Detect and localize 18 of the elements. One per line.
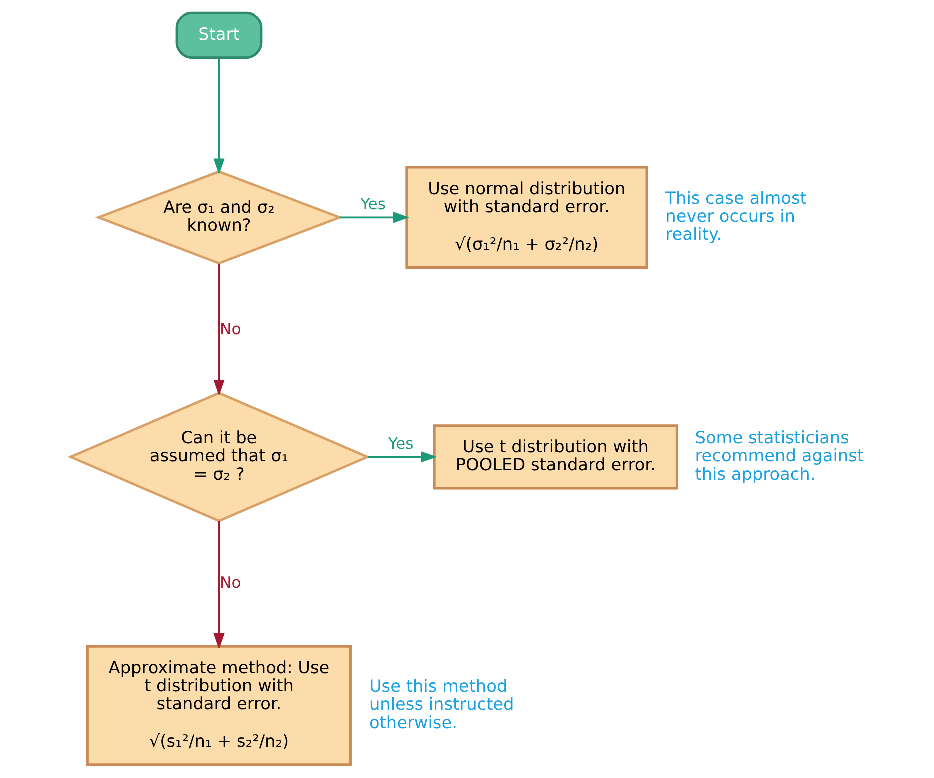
arrow: [213, 521, 224, 650]
arrow: [339, 212, 409, 224]
node-label: Use this method unless instructed otherwise.: [368, 676, 514, 732]
node-label: Some statisticians recommend against this approach.: [694, 428, 864, 484]
node-label: This case almost never occurs in reality.: [665, 188, 806, 244]
edge-label: No: [220, 572, 241, 592]
node-diamond: Are σ₁ and σ₂ known?: [94, 170, 343, 265]
node-box: Approximate method: Use t distribution with standard error. √(s₁²/n₁ + s₂²/n₂): [86, 645, 352, 766]
node-box: Use normal distribution with standard error. √(σ₁²/n₁ + σ₂²/n₂): [405, 166, 648, 269]
edge-label: Yes: [360, 194, 386, 214]
node-diamond: Can it be assumed that σ₁ = σ₂ ?: [67, 392, 370, 522]
arrow: [213, 58, 224, 175]
edge-label: No: [220, 320, 241, 339]
arrow: [367, 452, 437, 463]
node-box: Start: [175, 12, 262, 59]
node-box: Use t distribution with POOLED standard error.: [432, 424, 678, 490]
arrow: [213, 264, 224, 396]
edge-label: Yes: [388, 434, 414, 454]
